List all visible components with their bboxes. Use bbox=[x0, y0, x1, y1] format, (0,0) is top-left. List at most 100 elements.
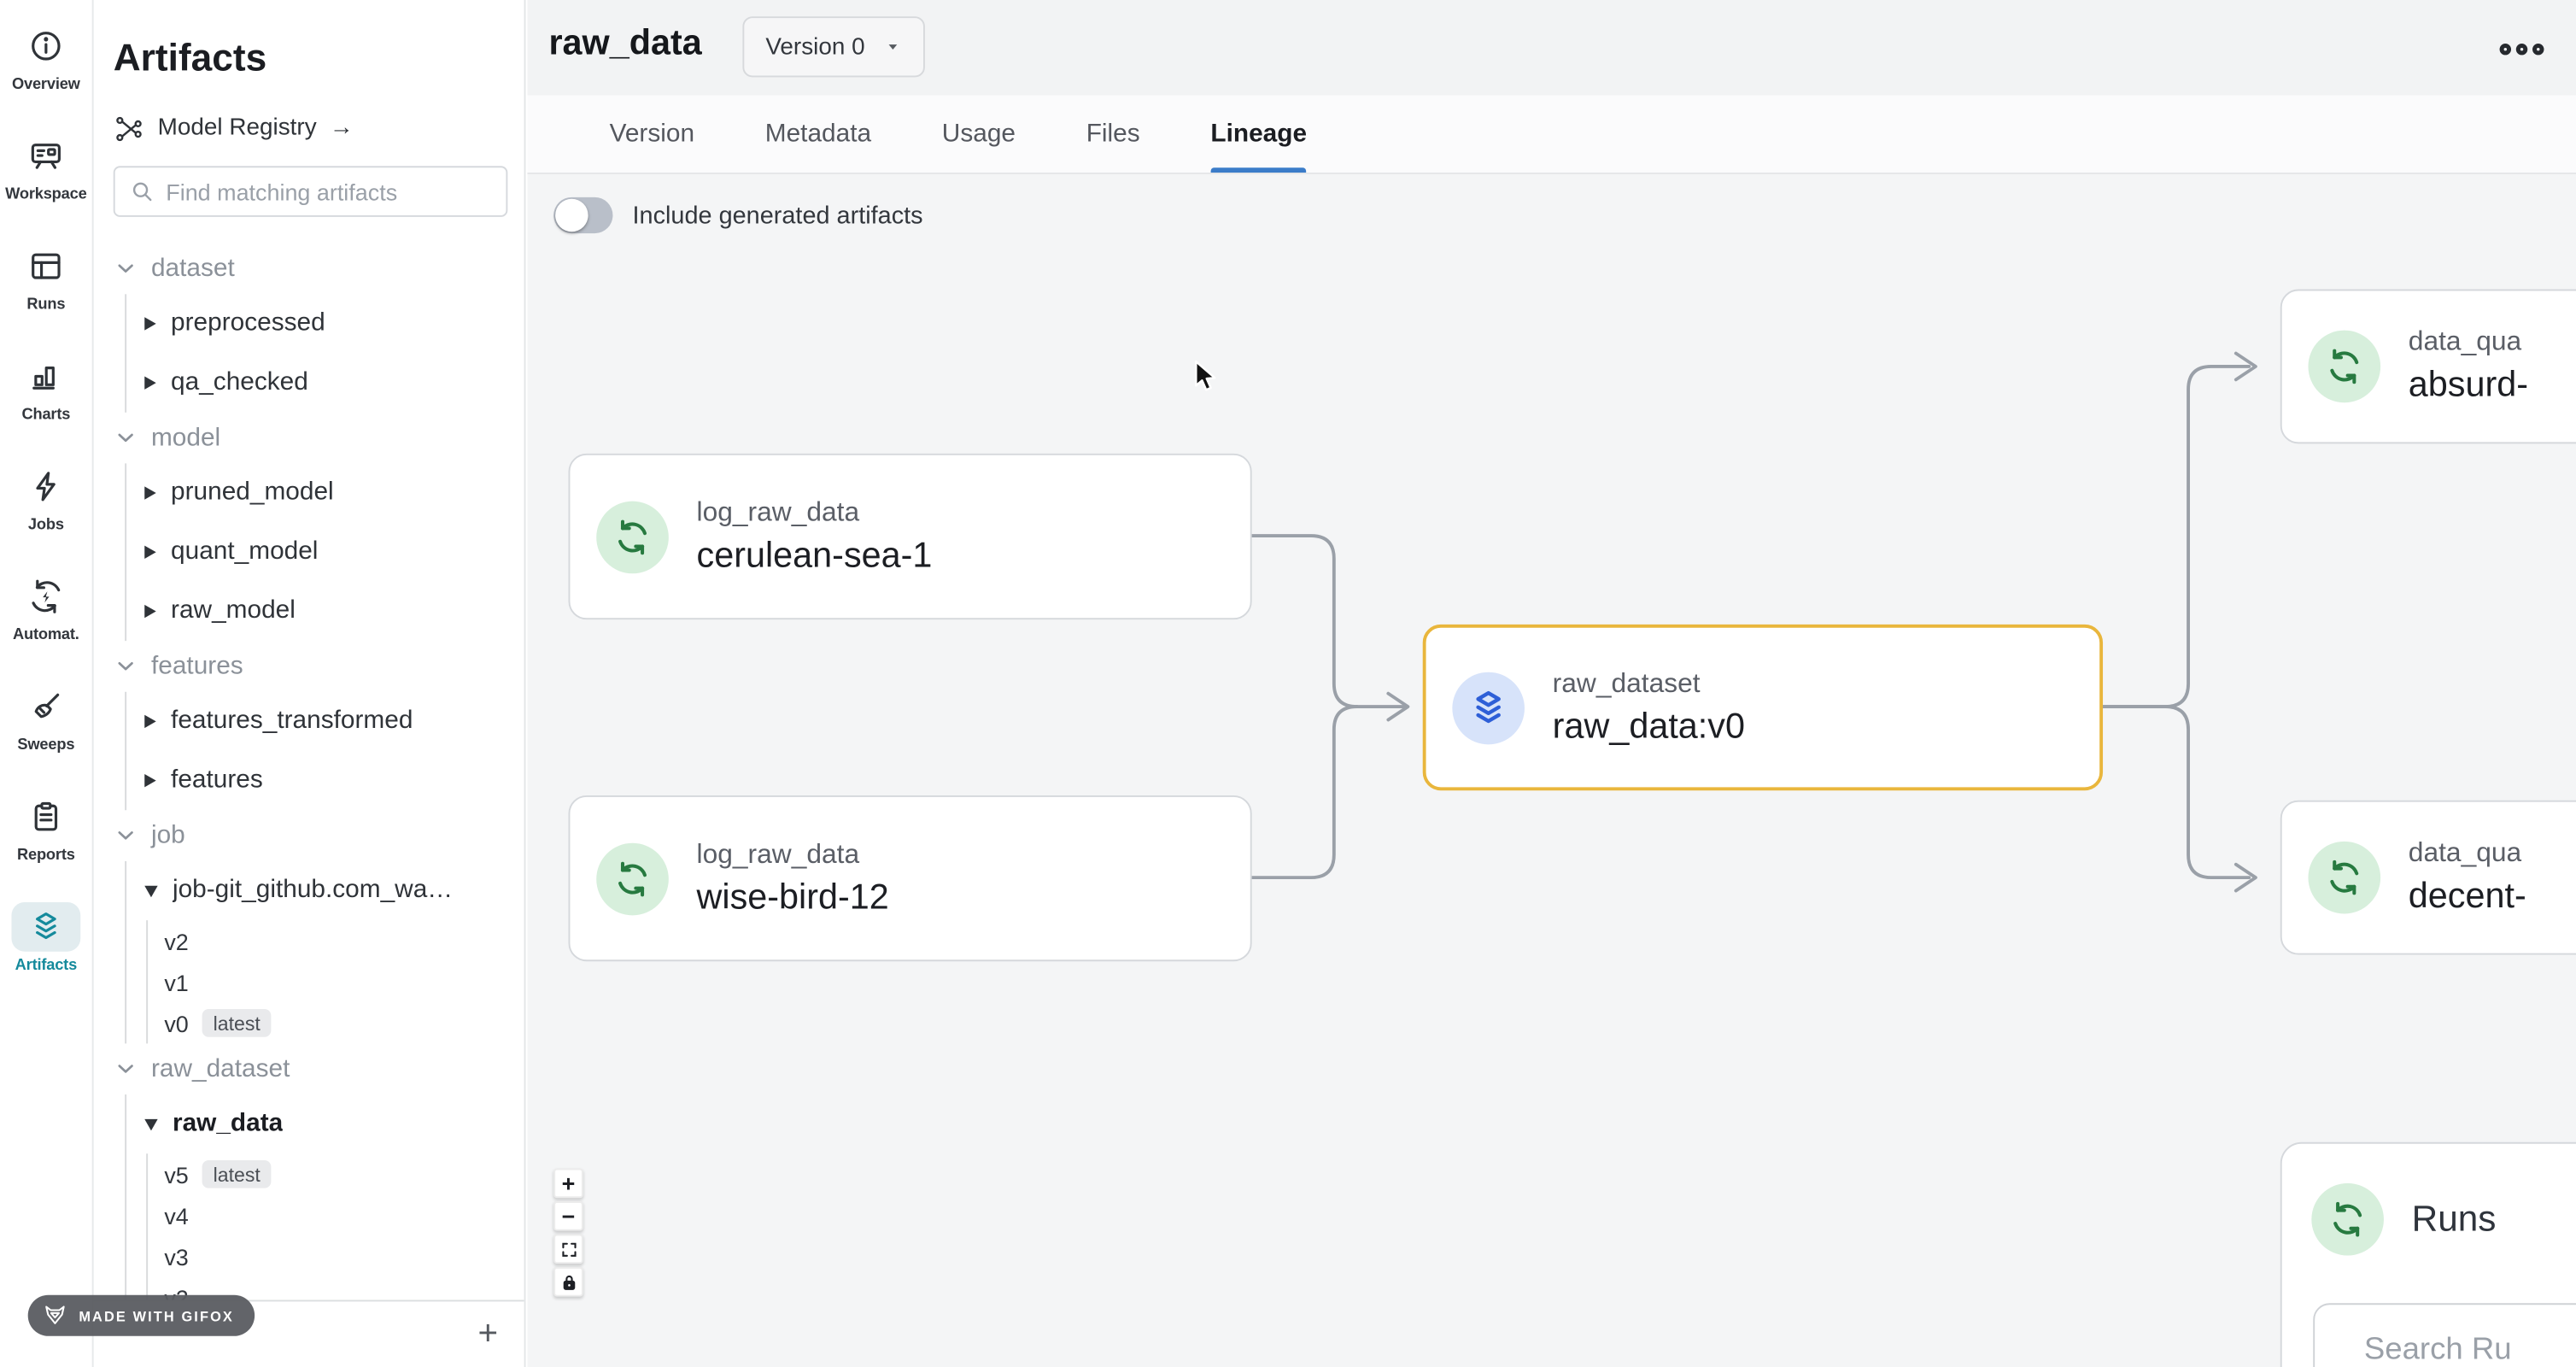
overview-icon bbox=[11, 21, 80, 71]
zoom-in-button[interactable]: + bbox=[553, 1168, 583, 1199]
tab-usage[interactable]: Usage bbox=[941, 119, 1016, 148]
include-generated-artifacts-toggle[interactable] bbox=[553, 197, 613, 234]
rail-item-label: Sweeps bbox=[17, 736, 75, 754]
tab-metadata[interactable]: Metadata bbox=[764, 119, 872, 148]
tree-item-raw_model[interactable]: raw_model bbox=[126, 582, 525, 641]
add-artifact-button[interactable]: + bbox=[468, 1315, 507, 1354]
tab-files[interactable]: Files bbox=[1086, 119, 1140, 148]
tree-version-v1[interactable]: v1 bbox=[164, 968, 189, 995]
version-selector[interactable]: Version 0 bbox=[742, 16, 926, 78]
run-icon bbox=[2308, 841, 2381, 914]
tree-item-features_transformed[interactable]: features_transformed bbox=[126, 692, 525, 751]
tab-version[interactable]: Version bbox=[609, 119, 695, 148]
rail-item-runs[interactable]: Runs bbox=[0, 233, 93, 343]
tree-section-raw_dataset[interactable]: raw_dataset bbox=[94, 1043, 526, 1094]
triangle-down-icon bbox=[144, 884, 158, 897]
artifact-tabs: Version Metadata Usage Files Lineage bbox=[527, 95, 2576, 174]
rail-item-overview[interactable]: Overview bbox=[0, 13, 93, 123]
run-icon bbox=[596, 500, 669, 573]
artifact-icon bbox=[1452, 671, 1525, 744]
version-selector-label: Version 0 bbox=[765, 33, 865, 61]
canvas-controls: + − bbox=[553, 1168, 583, 1297]
artifact-search[interactable] bbox=[113, 166, 508, 217]
artifact-search-input[interactable] bbox=[166, 178, 506, 205]
triangle-right-icon bbox=[144, 317, 156, 331]
triangle-right-icon bbox=[144, 376, 156, 390]
zoom-out-button[interactable]: − bbox=[553, 1201, 583, 1231]
rail-item-workspace[interactable]: Workspace bbox=[0, 123, 93, 233]
tree-item-raw_data[interactable]: raw_data bbox=[126, 1094, 525, 1153]
lineage-node-artifact-raw-data-v0[interactable]: raw_dataset raw_data:v0 bbox=[1422, 624, 2104, 791]
latest-badge: latest bbox=[202, 1009, 272, 1037]
node-type-label: log_raw_data bbox=[696, 496, 860, 527]
node-type-label: log_raw_data bbox=[696, 838, 860, 869]
node-type-label: raw_dataset bbox=[1552, 667, 1701, 698]
runs-panel[interactable]: Runs bbox=[2280, 1141, 2576, 1367]
run-icon bbox=[596, 842, 669, 915]
model-registry-label: Model Registry bbox=[157, 114, 317, 142]
rail-item-jobs[interactable]: Jobs bbox=[0, 454, 93, 564]
model-registry-link[interactable]: Model Registry → bbox=[114, 109, 354, 148]
watermark-label: MADE WITH GIFOX bbox=[79, 1307, 234, 1324]
rail-item-automations[interactable]: Automat. bbox=[0, 564, 93, 674]
rail-item-label: Artifacts bbox=[15, 956, 78, 975]
triangle-down-icon bbox=[144, 1118, 158, 1130]
tree-section-model[interactable]: model bbox=[94, 413, 526, 464]
sidebar-title: Artifacts bbox=[113, 36, 267, 79]
more-options-icon bbox=[2499, 43, 2544, 55]
tree-item-job-git_githubcom_wa[interactable]: job-git_github.com_wa… bbox=[126, 861, 525, 920]
tree-item-preprocessed[interactable]: preprocessed bbox=[126, 294, 525, 353]
more-options-button[interactable] bbox=[2492, 36, 2551, 66]
lock-button[interactable] bbox=[553, 1266, 583, 1297]
search-icon bbox=[132, 182, 152, 202]
run-icon bbox=[2308, 330, 2381, 403]
artifact-header: raw_data Version 0 bbox=[527, 0, 2576, 96]
tree-section-job[interactable]: job bbox=[94, 810, 526, 861]
rail-item-reports[interactable]: Reports bbox=[0, 783, 93, 894]
tree-section-features[interactable]: features bbox=[94, 641, 526, 692]
tree-section-dataset[interactable]: dataset bbox=[94, 243, 526, 295]
tree-item-quant_model[interactable]: quant_model bbox=[126, 523, 525, 582]
rail-item-label: Reports bbox=[16, 846, 75, 865]
lineage-canvas[interactable]: Include generated artifacts log_raw_data… bbox=[527, 173, 2576, 1367]
arrow-right-icon: → bbox=[330, 114, 354, 142]
reports-icon bbox=[11, 792, 80, 842]
node-type-label: data_qua bbox=[2408, 837, 2522, 868]
node-name: raw_data:v0 bbox=[1552, 706, 1745, 746]
rail-item-charts[interactable]: Charts bbox=[0, 343, 93, 454]
runs-panel-header: Runs bbox=[2311, 1182, 2497, 1256]
tree-item-qa_checked[interactable]: qa_checked bbox=[126, 354, 525, 413]
tree-version-v4[interactable]: v4 bbox=[164, 1202, 189, 1229]
tree-item-pruned_model[interactable]: pruned_model bbox=[126, 463, 525, 522]
runs-search-input[interactable] bbox=[2363, 1332, 2576, 1367]
rail-item-artifacts[interactable]: Artifacts bbox=[0, 894, 93, 1004]
tree-version-v3[interactable]: v3 bbox=[164, 1243, 189, 1270]
node-name: absurd- bbox=[2408, 365, 2529, 405]
rail-item-label: Overview bbox=[11, 75, 80, 94]
tree-version-v2[interactable]: v2 bbox=[164, 927, 189, 954]
gifox-watermark: MADE WITH GIFOX bbox=[27, 1294, 255, 1336]
runs-search[interactable] bbox=[2313, 1303, 2576, 1367]
triangle-right-icon bbox=[144, 714, 156, 729]
fit-view-button[interactable] bbox=[553, 1234, 583, 1264]
toggle-knob bbox=[555, 198, 588, 232]
model-registry-icon bbox=[116, 115, 142, 141]
rail-item-label: Charts bbox=[21, 406, 71, 425]
runs-icon bbox=[11, 242, 80, 291]
latest-badge: latest bbox=[202, 1159, 272, 1188]
triangle-right-icon bbox=[144, 604, 156, 619]
rail-item-label: Runs bbox=[26, 296, 66, 314]
tree-item-features[interactable]: features bbox=[126, 751, 525, 810]
runs-panel-title: Runs bbox=[2411, 1198, 2497, 1240]
rail-item-sweeps[interactable]: Sweeps bbox=[0, 674, 93, 784]
tab-lineage[interactable]: Lineage bbox=[1210, 96, 1307, 173]
fox-icon bbox=[45, 1305, 65, 1324]
